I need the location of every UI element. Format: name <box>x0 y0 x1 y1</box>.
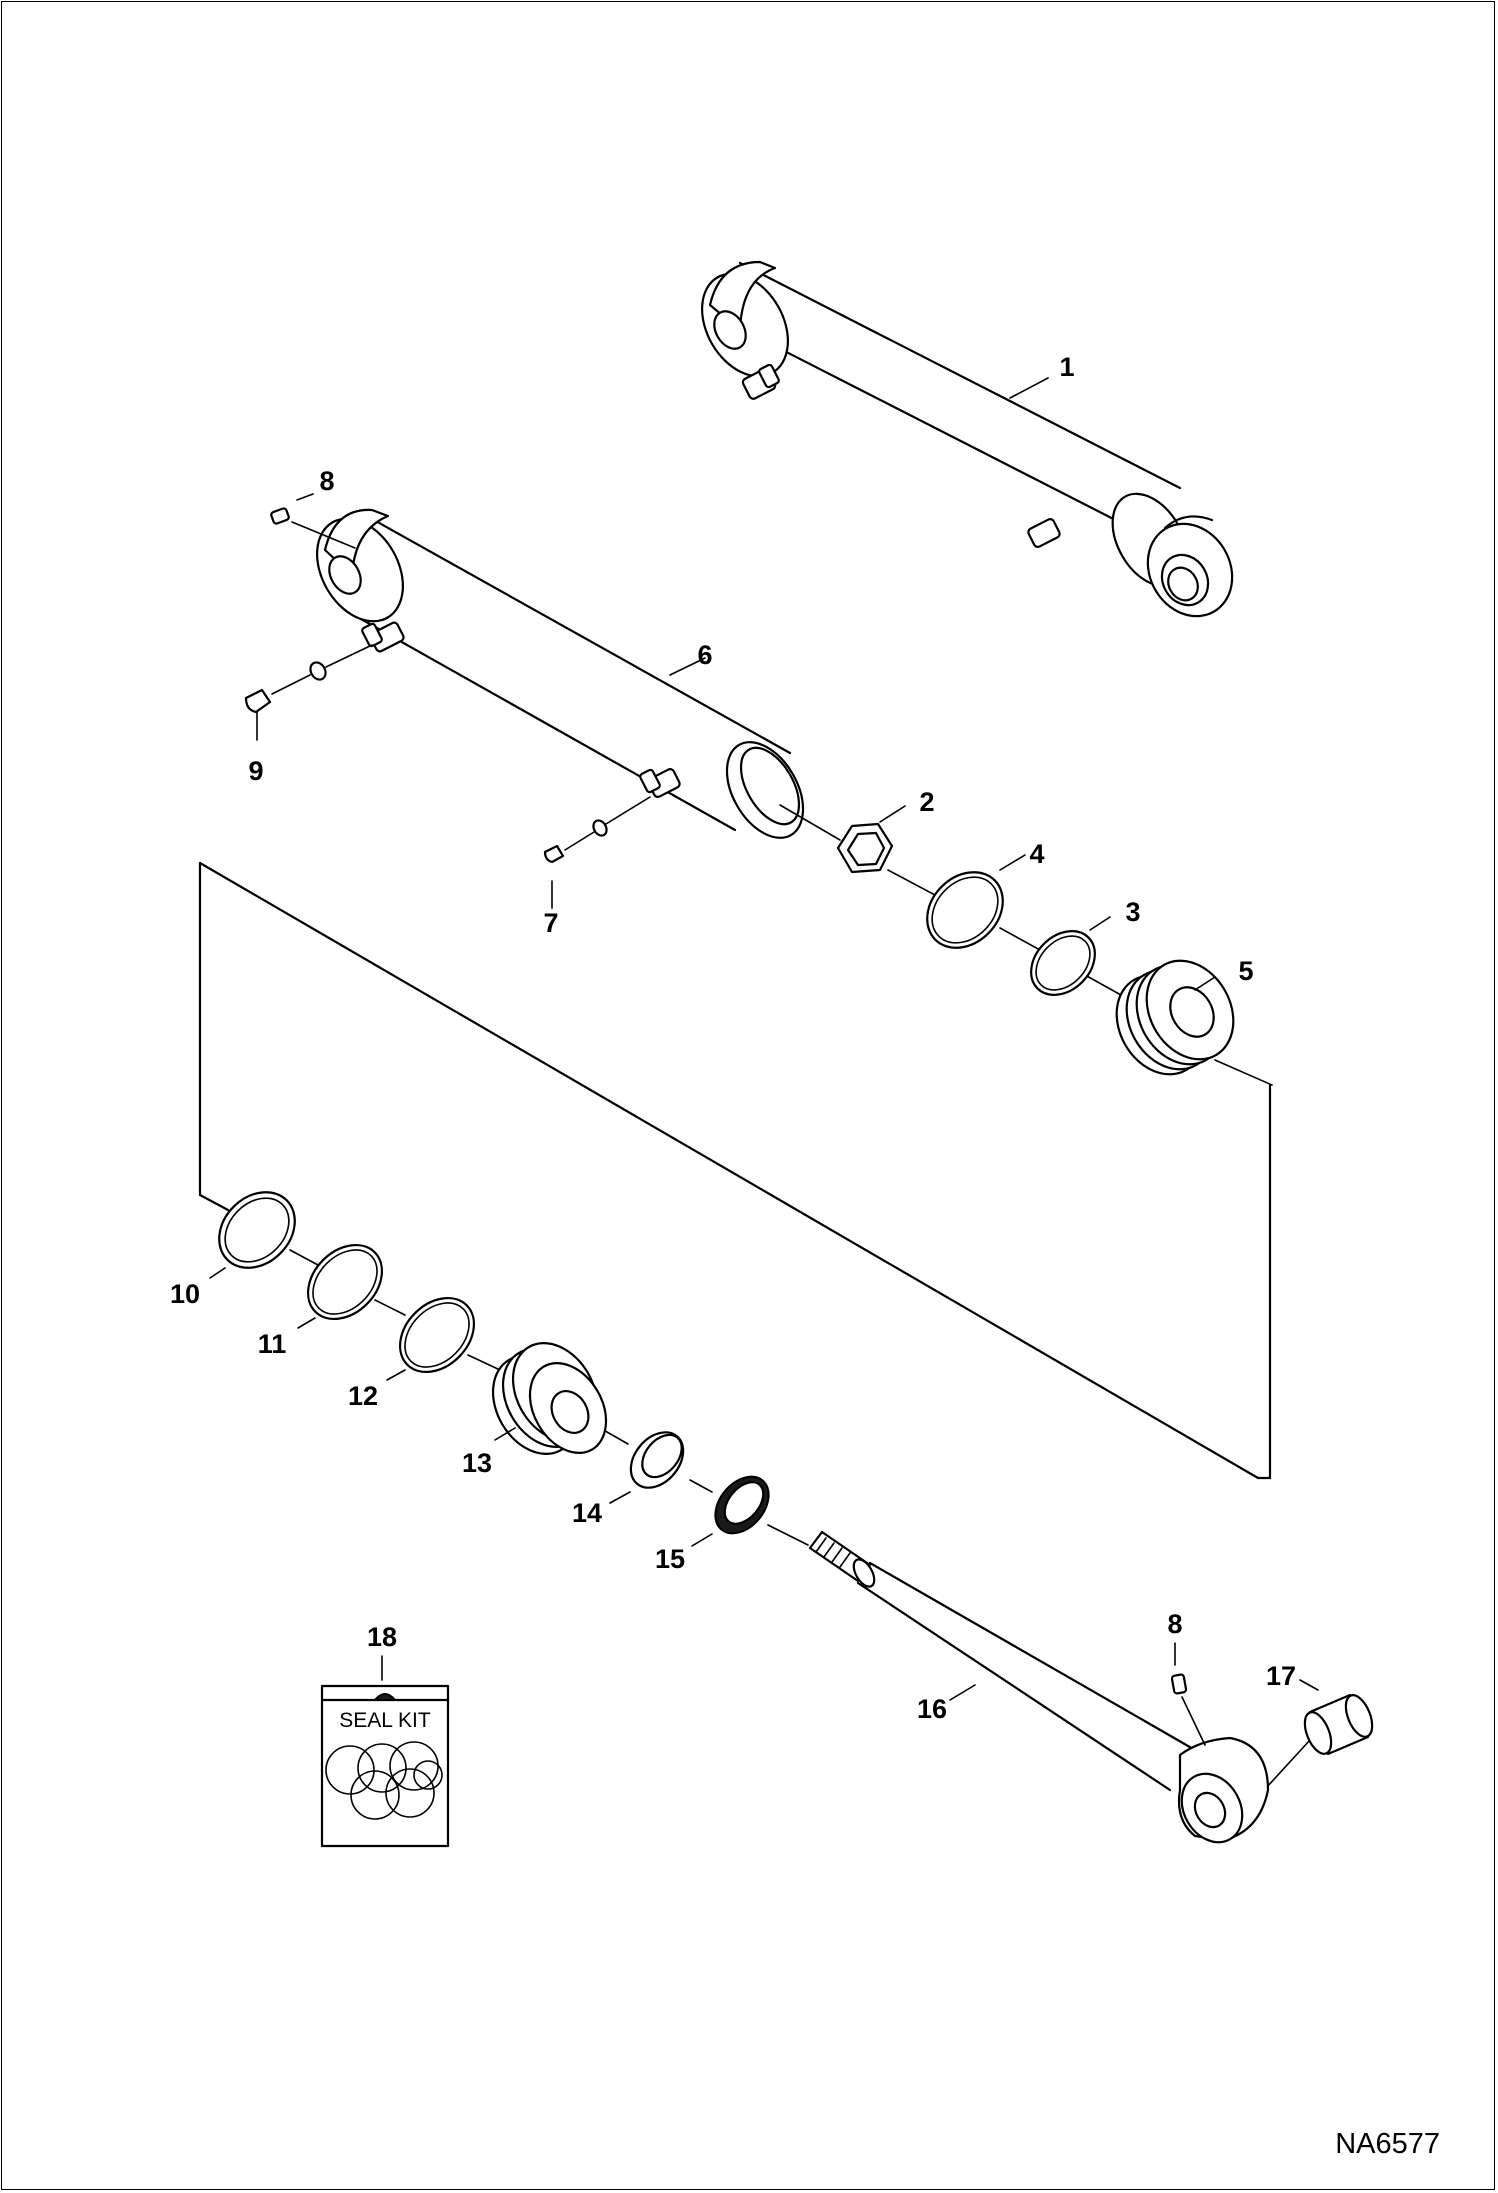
group-outline <box>198 861 1272 1480</box>
callout-14: 14 <box>572 1498 602 1528</box>
part-15-seal <box>714 1475 770 1535</box>
part-14-wiper <box>629 1431 685 1489</box>
part-8-grease-fitting-top <box>270 507 356 549</box>
callout-2: 2 <box>919 787 934 817</box>
part-11-ring <box>306 1243 384 1321</box>
callout-10: 10 <box>170 1279 200 1309</box>
part-13-gland <box>491 1342 608 1455</box>
callout-9: 9 <box>248 756 263 786</box>
callout-11: 11 <box>258 1329 287 1359</box>
part-16-rod <box>808 1530 1270 1844</box>
callout-8-top: 8 <box>319 466 334 496</box>
callout-15: 15 <box>655 1544 685 1574</box>
callout-6: 6 <box>697 640 712 670</box>
part-9-plug <box>244 644 373 714</box>
part-4-ring <box>926 871 1004 949</box>
drawing-number: NA6577 <box>1335 2128 1440 2160</box>
part-5-piston <box>1115 959 1235 1076</box>
part-6-barrel <box>316 508 805 839</box>
seal-kit-label: SEAL KIT <box>339 1709 431 1732</box>
callout-leaders <box>209 377 1319 1701</box>
callout-7: 7 <box>543 908 558 938</box>
callout-3: 3 <box>1125 897 1140 927</box>
part-18-seal-kit: SEAL KIT <box>320 1684 450 1848</box>
callout-4: 4 <box>1029 839 1044 869</box>
callout-17: 17 <box>1266 1661 1296 1691</box>
callout-1: 1 <box>1059 352 1074 382</box>
part-3-ring <box>1030 930 1096 996</box>
callout-12: 12 <box>348 1381 378 1411</box>
callout-13: 13 <box>462 1448 492 1478</box>
part-1-cylinder-assembly <box>701 260 1234 618</box>
part-10-ring <box>218 1191 296 1269</box>
callout-16: 16 <box>917 1694 947 1724</box>
part-17-bushing <box>1303 1693 1374 1756</box>
callout-labels: 1 8 6 9 2 4 3 5 7 10 11 12 13 14 15 16 8… <box>170 352 1296 1724</box>
callout-8-bottom: 8 <box>1167 1609 1182 1639</box>
callout-18: 18 <box>367 1622 397 1652</box>
part-7-plug <box>543 796 651 864</box>
callout-5: 5 <box>1238 956 1253 986</box>
part-8-grease-fitting-bottom <box>1170 1673 1206 1746</box>
part-12-ring <box>398 1296 476 1374</box>
part-2-nut <box>836 822 894 874</box>
